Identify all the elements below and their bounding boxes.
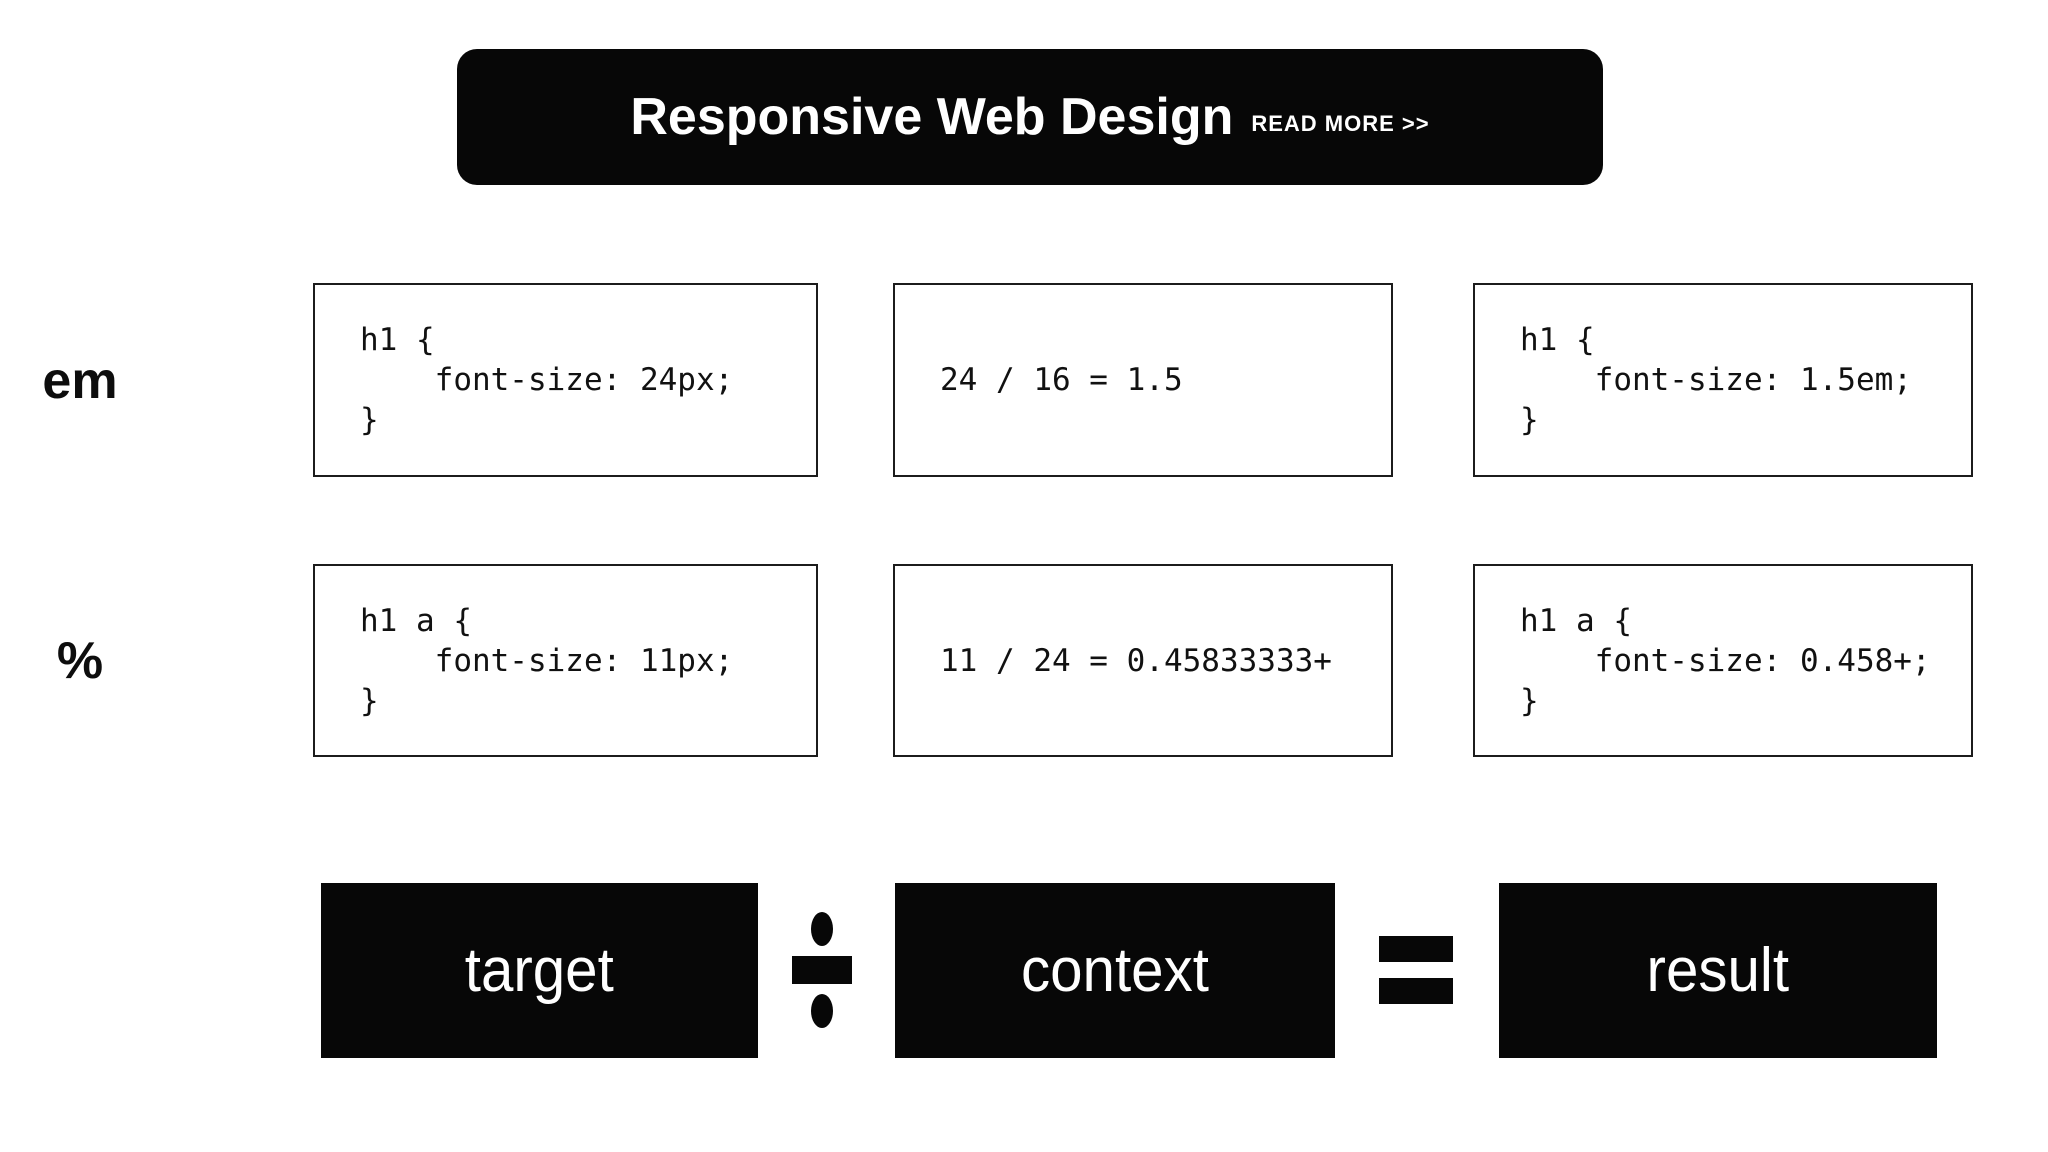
row-label-percent: % xyxy=(56,632,104,690)
em-code-px: h1 { font-size: 24px; } xyxy=(360,322,734,438)
divide-icon xyxy=(792,912,852,1028)
divide-bar xyxy=(792,956,852,984)
divide-dot-bottom xyxy=(811,994,833,1028)
em-calculation-box: 24 / 16 = 1.5 xyxy=(893,283,1393,477)
formula-context-box: context xyxy=(895,883,1335,1058)
read-more-link[interactable]: READ MORE >> xyxy=(1251,111,1430,136)
pct-code-result-box: h1 a { font-size: 0.458+; } xyxy=(1473,564,1973,757)
pct-calculation-box: 11 / 24 = 0.45833333+ xyxy=(893,564,1393,757)
em-code-px-box: h1 { font-size: 24px; } xyxy=(313,283,818,477)
equals-bar-top xyxy=(1379,936,1453,962)
responsive-web-design-banner[interactable]: Responsive Web Design READ MORE >> xyxy=(457,49,1603,185)
formula-target-box: target xyxy=(321,883,758,1058)
em-calculation: 24 / 16 = 1.5 xyxy=(940,362,1183,398)
em-code-em: h1 { font-size: 1.5em; } xyxy=(1520,322,1912,438)
formula-context-label: context xyxy=(1021,936,1209,1005)
formula-target-label: target xyxy=(464,936,615,1005)
equals-bar-bottom xyxy=(1379,978,1453,1004)
banner-title: Responsive Web Design xyxy=(630,88,1234,146)
pct-code-result: h1 a { font-size: 0.458+; } xyxy=(1520,602,1931,719)
pct-code-px-box: h1 a { font-size: 11px; } xyxy=(313,564,818,757)
formula-result-label: result xyxy=(1646,936,1790,1005)
pct-calculation: 11 / 24 = 0.45833333+ xyxy=(940,642,1332,679)
formula-result-box: result xyxy=(1499,883,1937,1058)
pct-code-px: h1 a { font-size: 11px; } xyxy=(360,602,734,719)
equals-icon xyxy=(1379,936,1453,1004)
em-code-em-box: h1 { font-size: 1.5em; } xyxy=(1473,283,1973,477)
divide-dot-top xyxy=(811,912,833,946)
row-label-em: em xyxy=(42,352,118,410)
